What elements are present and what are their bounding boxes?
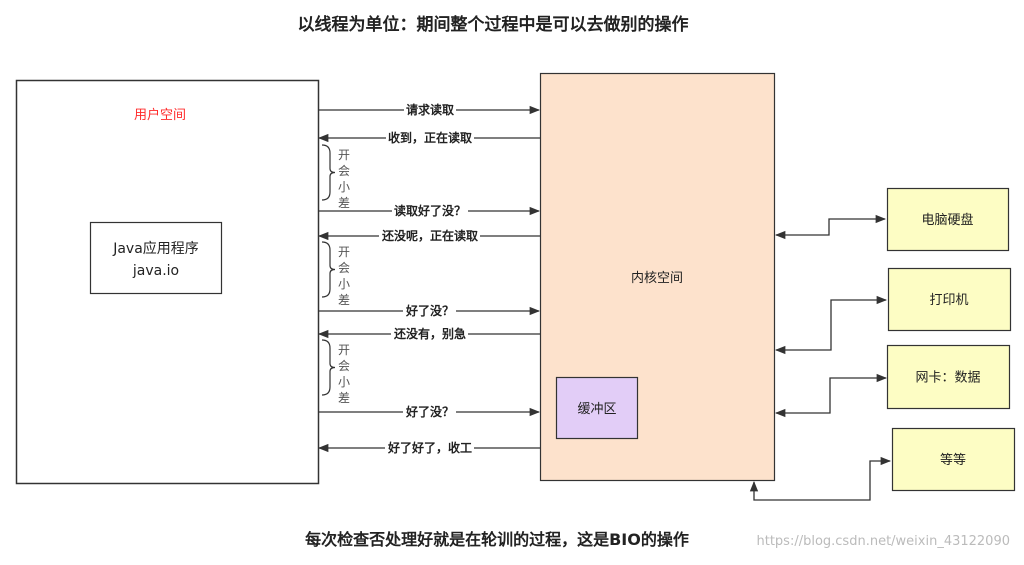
watermark: https://blog.csdn.net/weixin_43122090 [756,534,1010,549]
device-connector [774,373,888,418]
idle-note-char: 差 [338,196,350,210]
user-space-box: 用户空间 Java应用程序 java.io [15,79,320,485]
kernel-space-box: 内核空间 缓冲区 [539,72,776,482]
brace-icon [321,241,336,298]
idle-note-char: 开 [338,343,350,357]
message-right: 请求读取 [318,102,541,118]
message-label: 还没呢，正在读取 [381,228,478,243]
brace-icon [321,144,336,201]
device-label: 网卡：数据 [915,371,980,386]
buffer-box: 缓冲区 [555,376,639,440]
device-label: 电脑硬盘 [921,212,973,228]
idle-note-char: 小 [338,277,350,291]
diagram-title: 以线程为单位：期间整个过程中是可以去做别的操作 [298,14,689,35]
java-app-label: Java应用程序 [112,240,199,257]
idle-note-char: 小 [338,180,350,194]
message-right: 读取好了没？ [318,203,541,219]
idle-note-char: 开 [338,245,350,259]
idle-note-char: 会 [338,261,350,275]
brace-icon [321,339,336,396]
message-label: 还没有，别急 [393,326,466,341]
java-app-box: Java应用程序 java.io [89,221,223,295]
kernel-space-label: 内核空间 [631,270,683,286]
idle-note-char: 会 [338,164,350,178]
java-io-label: java.io [132,263,179,279]
message-right: 好了没？ [318,303,541,319]
message-left: 还没呢，正在读取 [317,228,540,244]
message-label: 请求读取 [406,102,454,117]
idle-note-char: 差 [338,293,350,307]
device-connector [774,295,888,355]
device-box: 网卡：数据 [774,344,1011,418]
device-box: 打印机 [774,267,1012,355]
message-left: 好了好了，收工 [317,440,540,456]
message-label: 好了没？ [405,404,454,419]
message-label: 好了没？ [405,303,454,318]
idle-note-char: 差 [338,391,350,405]
message-right: 好了没？ [318,404,541,420]
device-connector [774,214,887,240]
message-left: 还没有，别急 [317,326,540,342]
device-connector [749,456,892,501]
message-label: 收到，正在读取 [388,130,472,145]
device-box: 电脑硬盘 [774,187,1010,252]
user-space-label: 用户空间 [134,107,186,123]
device-label: 打印机 [929,293,968,308]
buffer-label: 缓冲区 [577,402,616,417]
device-box: 等等 [749,427,1016,501]
idle-note-char: 小 [338,375,350,389]
device-label: 等等 [940,452,966,468]
message-label: 读取好了没？ [394,203,466,218]
message-label: 好了好了，收工 [387,440,472,455]
message-left: 收到，正在读取 [317,130,540,146]
idle-note-char: 会 [338,359,350,373]
bottom-caption: 每次检查否处理好就是在轮训的过程，这是BIO的操作 [305,530,689,549]
idle-note-char: 开 [338,148,350,162]
